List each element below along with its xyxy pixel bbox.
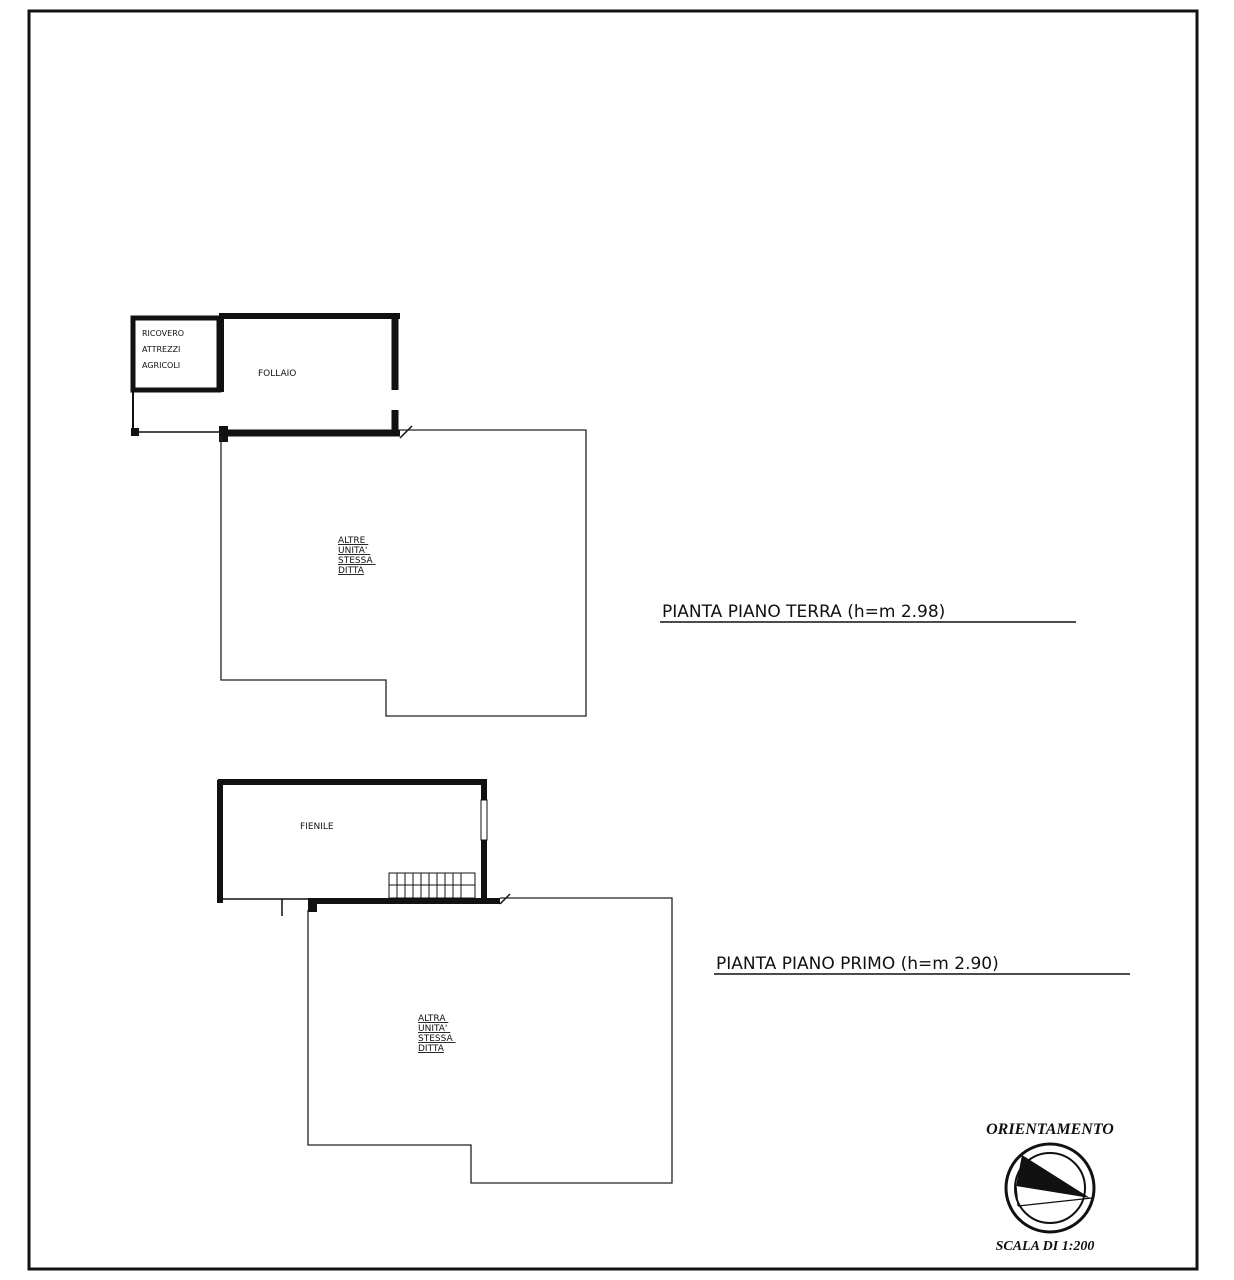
other-units-outline bbox=[220, 429, 587, 717]
first-floor-plan: FIENILE ALTRA UNITA' STESSA DITTA PIANTA… bbox=[217, 779, 1130, 1184]
other-unit-label: ALTRA UNITA' STESSA DITTA bbox=[418, 1014, 456, 1054]
follaio-label: FOLLAIO bbox=[258, 369, 296, 379]
north-arrow-compass-icon bbox=[1004, 1142, 1096, 1234]
orientation-label: ORIENTAMENTO bbox=[986, 1121, 1114, 1138]
fienile-label: FIENILE bbox=[300, 822, 334, 832]
ground-floor-title: PIANTA PIANO TERRA (h=m 2.98) bbox=[662, 602, 945, 622]
scale-label: SCALA DI 1:200 bbox=[996, 1239, 1095, 1254]
sheet-border bbox=[27, 9, 1199, 1271]
first-floor-title: PIANTA PIANO PRIMO (h=m 2.90) bbox=[716, 954, 999, 974]
shed-room-label: RICOVERO ATTREZZI AGRICOLI bbox=[142, 329, 187, 370]
orientation-block: ORIENTAMENTO SCALA DI 1:200 bbox=[986, 1121, 1114, 1254]
ground-floor-plan: RICOVERO ATTREZZI AGRICOLI FOLLAIO ALTRE… bbox=[130, 313, 1076, 717]
other-units-label: ALTRE UNITA' STESSA DITTA bbox=[338, 536, 376, 576]
other-unit-outline bbox=[307, 897, 673, 1184]
staircase bbox=[388, 872, 476, 899]
